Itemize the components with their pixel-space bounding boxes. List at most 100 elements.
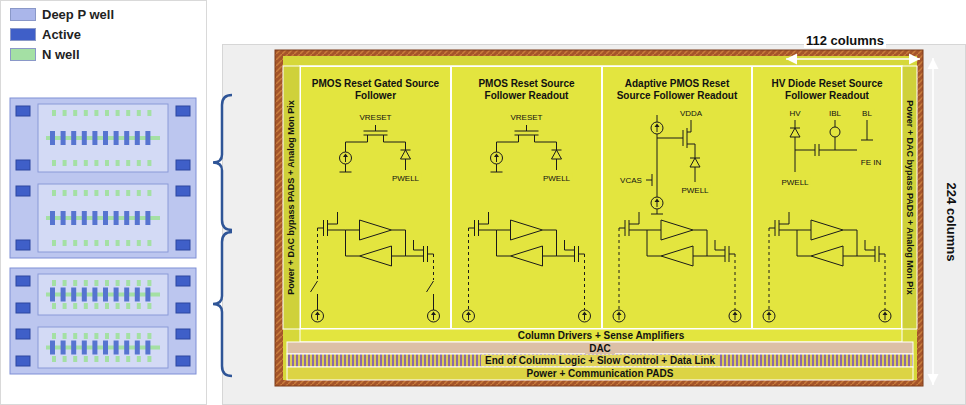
current-source-symbol (491, 152, 503, 164)
transistor-finger (135, 288, 140, 302)
current-source-symbol (340, 152, 352, 164)
current-source-arrowhead (431, 312, 436, 316)
gate-lead (729, 254, 735, 255)
channel-plate (725, 246, 726, 262)
active-region (16, 240, 30, 250)
inverter-symbol (811, 220, 843, 240)
nwell-contact (52, 303, 56, 309)
pixel-sector: Adaptive PMOS Reset Source Follower Read… (602, 66, 752, 329)
channel-plate (574, 246, 575, 262)
periphery-band: Column Drivers + Sense Amplifiers (300, 329, 902, 342)
nwell-contact (94, 160, 98, 166)
current-source-symbol (729, 310, 741, 322)
inverter-symbol (661, 246, 693, 266)
transistor-finger (103, 288, 108, 302)
dashed-link (735, 254, 736, 310)
switch-symbol (427, 281, 434, 292)
chip-panel (223, 45, 966, 405)
wire (328, 230, 346, 231)
sector-title: PMOS Reset Gated Source Follower (309, 78, 442, 102)
wire (405, 159, 406, 170)
wire (865, 240, 875, 250)
pixel-matrix (300, 66, 902, 329)
periphery-band-area (287, 367, 913, 380)
wire (687, 120, 691, 132)
nwell-contact (94, 110, 98, 116)
current-source-arrowhead (315, 312, 320, 316)
nwell-contact (52, 333, 56, 339)
wire (629, 230, 647, 231)
nwell-contact (52, 240, 56, 246)
curly-brace (213, 95, 232, 230)
nwell-contact (84, 303, 88, 309)
wire (556, 159, 557, 170)
gate-plate (515, 131, 539, 132)
gate-lead (318, 228, 324, 229)
diode-symbol (401, 150, 411, 159)
label-anchor: 112 columns (804, 34, 886, 48)
legend-row: Active (10, 27, 81, 42)
dashed-link (433, 254, 434, 280)
inverter-symbol (360, 246, 392, 266)
wire (867, 120, 868, 140)
inverter-symbol (511, 246, 543, 266)
legend-row: Deep P well (10, 7, 114, 22)
pixel-layout-thumbnail (10, 98, 196, 258)
layout-outline (10, 268, 196, 374)
adaptive-reset-schematic (646, 115, 700, 214)
gate-lead (375, 125, 376, 131)
transistor-finger (135, 211, 140, 225)
signal-label: FE IN (859, 158, 883, 167)
periphery-band: Power + Communication PADS (287, 367, 913, 380)
current-source-arrowhead (733, 312, 738, 316)
signal-label: PWELL (779, 178, 810, 187)
wire (707, 256, 725, 257)
legend-swatch (10, 8, 36, 21)
active-region (176, 276, 190, 286)
signal-label: VRESET (357, 113, 393, 122)
legend-text: N well (42, 47, 80, 62)
wire (843, 230, 857, 256)
pad-strip-area (283, 66, 300, 329)
wire (629, 212, 639, 224)
nwell-contact (63, 280, 67, 286)
diode-symbol (552, 150, 562, 159)
nwell-contact (105, 303, 109, 309)
transistor-finger (50, 341, 55, 355)
transistor-finger (114, 131, 119, 145)
dashed-link (885, 254, 886, 310)
legend-row: N well (10, 47, 80, 62)
active-region (176, 303, 190, 313)
pad-strip-area (902, 66, 917, 329)
nwell-contact (137, 240, 141, 246)
nwell-contact (147, 303, 151, 309)
legend-text: Deep P well (42, 7, 114, 22)
wire (535, 135, 557, 150)
latch-schematic (613, 212, 741, 322)
transistor-finger (124, 211, 129, 225)
transistor-finger (145, 341, 150, 355)
wire (565, 240, 575, 250)
nwell-contact (116, 160, 120, 166)
periphery-band-area (300, 329, 902, 342)
transistor-finger (114, 288, 119, 302)
pmos-reset-schematic (340, 125, 411, 172)
current-source-symbol (613, 310, 625, 322)
nwell-contact (52, 110, 56, 116)
ground-symbol (651, 214, 663, 215)
active-region (176, 329, 190, 339)
signal-label: VCAS (618, 176, 644, 185)
wire (647, 230, 661, 256)
wire (835, 137, 836, 150)
nwell-contact (94, 333, 98, 339)
wire (657, 209, 658, 214)
strip-label: Power + DAC bypass PADS + Analog Mon Pix (286, 100, 297, 295)
transistor-finger (71, 131, 76, 145)
nwell-contact (84, 240, 88, 246)
band-label: Column Drivers + Sense Amplifiers (514, 330, 689, 341)
latch-schematic (311, 212, 440, 322)
nwell-contact (84, 333, 88, 339)
pixel-layout-thumbnail (10, 268, 196, 374)
inverter-symbol (360, 220, 392, 240)
nwell-contact (126, 333, 130, 339)
